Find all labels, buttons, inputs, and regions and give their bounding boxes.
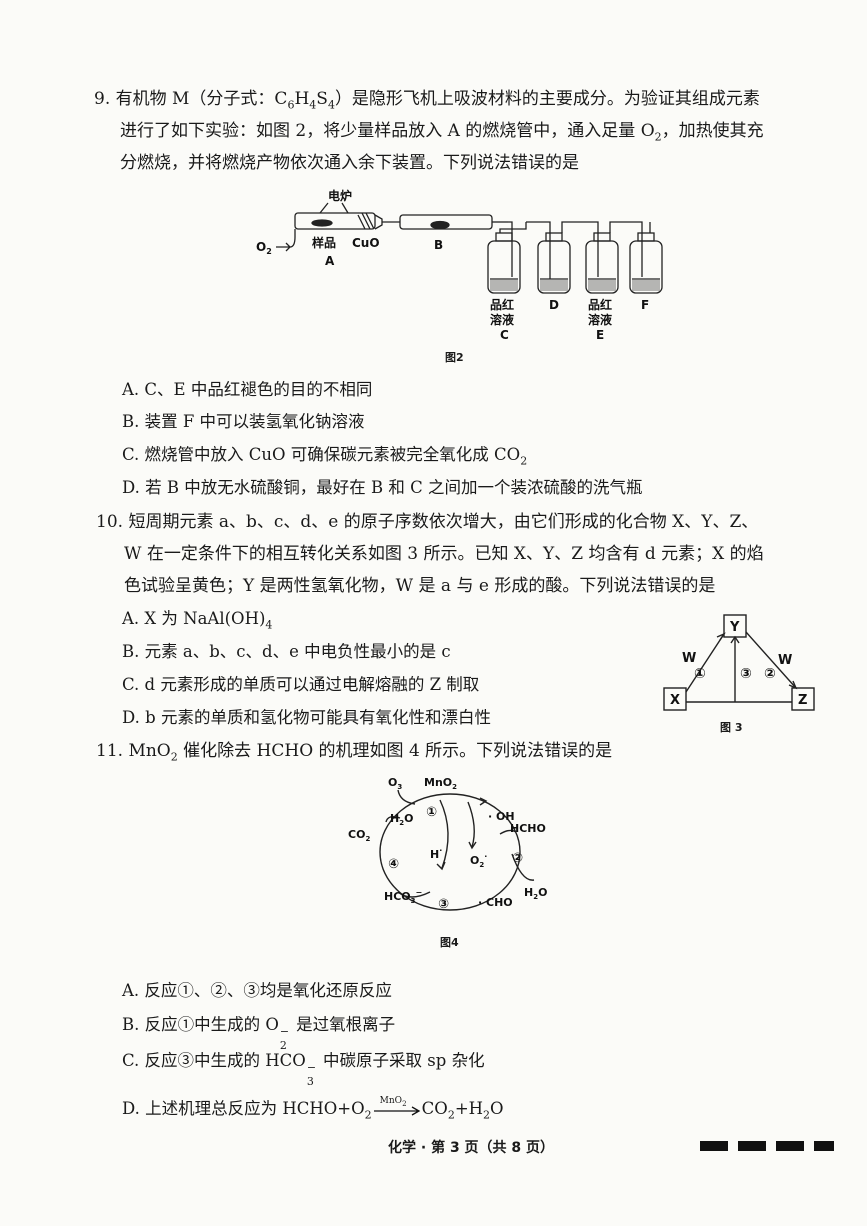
q11-option-c[interactable]: C. 反应③中生成的 HCO−3 中碳原子采取 sp 杂化 [122,1051,485,1088]
label-f: F [641,298,649,312]
edge-num-1: ① [694,666,706,682]
figure-3-caption: 图 3 [720,721,743,734]
q10-option-d[interactable]: D. b 元素的单质和氢化物可能具有氧化性和漂白性 [122,708,491,727]
q10-line2: W 在一定条件下的相互转化关系如图 3 所示。已知 X、Y、Z 均含有 d 元素… [124,544,764,564]
label-c-2: 溶液 [490,312,514,327]
edge-w-right: W [778,653,792,668]
q9-option-b[interactable]: B. 装置 F 中可以装氢氧化钠溶液 [122,412,365,431]
step-2: ② [512,851,523,866]
label-cho: · CHO [478,896,513,909]
q11-line1: 11. MnO2 催化除去 HCHO 的机理如图 4 所示。下列说法错误的是 [96,741,613,764]
label-h2o-top: H2O [390,812,413,827]
label-e-1: 品红 [588,297,612,312]
label-oh: · OH [488,810,515,823]
q9-line3: 分燃烧，并将燃烧产物依次通入余下装置。下列说法错误的是 [120,153,579,173]
figure-2-apparatus: 电炉 O2 样品 CuO A B 品红 溶液 C D 品红 溶液 E F [256,188,663,342]
label-d: D [549,298,559,312]
page-footer: 化学 · 第 3 页（共 8 页） [388,1140,555,1156]
label-h2o-right: H2O [524,886,547,901]
label-c-3: C [500,328,509,342]
label-h-radical: H· [430,846,442,861]
label-sample: 样品 [312,235,336,250]
node-z: Z [798,693,807,708]
edge-num-3: ③ [740,666,752,682]
q10-option-a[interactable]: A. X 为 NaAl(OH)4 [122,609,273,632]
label-o3: O3 [388,776,402,791]
label-co2: CO2 [348,828,370,843]
step-4: ④ [388,857,399,872]
q9-option-d[interactable]: D. 若 B 中放无水硫酸铜，最好在 B 和 C 之间加一个装浓硫酸的洗气瓶 [122,478,643,497]
label-cuo: CuO [352,236,380,250]
step-3: ③ [438,897,449,912]
reaction-arrow-icon [373,1105,420,1116]
label-o2-minus: O2· [470,852,487,869]
label-c-1: 品红 [490,297,514,312]
q9-line1: 9. 有机物 M（分子式：C6H4S4）是隐形飞机上吸波材料的主要成分。为验证其… [94,89,760,112]
label-furnace: 电炉 [328,188,352,203]
q10-option-c[interactable]: C. d 元素形成的单质可以通过电解熔融的 Z 制取 [122,675,480,694]
q9-option-c[interactable]: C. 燃烧管中放入 CuO 可确保碳元素被完全氧化成 CO2 [122,445,528,468]
label-a: A [325,254,335,268]
label-hco3: HCO3− [384,888,422,905]
edge-num-2: ② [764,666,776,682]
q9-line2: 进行了如下实验：如图 2，将少量样品放入 A 的燃烧管中，通入足量 O2，加热使… [120,121,764,144]
edge-w-left: W [682,651,696,666]
figure-3-triangle: Y X Z W W ① ③ ② [663,614,815,711]
q10-option-b[interactable]: B. 元素 a、b、c、d、e 中电负性最小的是 c [122,642,451,661]
q11-option-a[interactable]: A. 反应①、②、③均是氧化还原反应 [122,981,392,1000]
footer-mark-4 [814,1141,834,1151]
node-y: Y [729,620,740,635]
q10-line3: 色试验呈黄色；Y 是两性氢氧化物，W 是 a 与 e 形成的酸。下列说法错误的是 [124,576,716,596]
label-hcho: HCHO [510,822,546,835]
footer-mark-1 [700,1141,728,1151]
label-e-3: E [596,328,604,342]
q9-option-a[interactable]: A. C、E 中品红褪色的目的不相同 [122,380,373,399]
label-o2: O2 [256,240,272,256]
step-1: ① [426,805,437,820]
label-mno2: MnO2 [424,776,457,791]
figure-4-mechanism: O3 MnO2 H2O CO2 · OH HCHO H· O2· HCO3− ·… [348,776,547,912]
figure-4-caption: 图4 [440,936,459,949]
q11-option-b[interactable]: B. 反应①中生成的 O−2 是过氧根离子 [122,1015,396,1052]
q10-line1: 10. 短周期元素 a、b、c、d、e 的原子序数依次增大，由它们形成的化合物 … [96,512,759,532]
node-x: X [670,693,680,708]
label-b: B [434,238,443,252]
figure-2-caption: 图2 [445,351,464,364]
label-e-2: 溶液 [588,312,612,327]
footer-mark-3 [776,1141,804,1151]
catalyst-label: MnO2 [379,1095,407,1108]
footer-mark-2 [738,1141,766,1151]
